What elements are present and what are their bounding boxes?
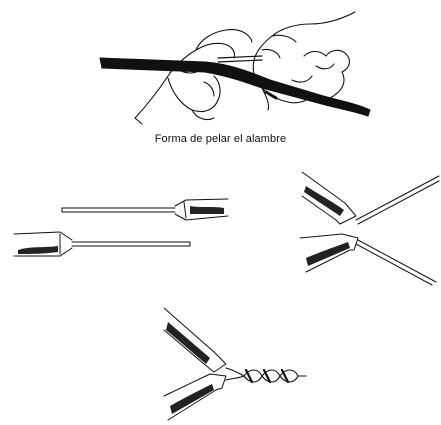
figure-caption: Forma de pelar el alambre bbox=[0, 133, 441, 145]
